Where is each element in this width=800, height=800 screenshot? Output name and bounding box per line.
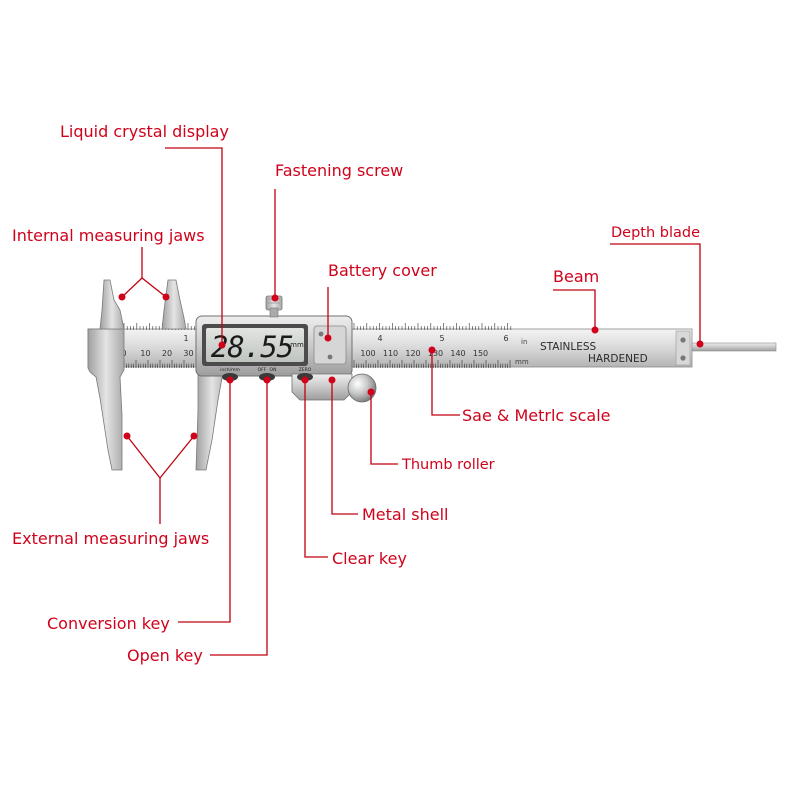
lcd-screen [206,328,304,362]
button-label-off: OFF [258,367,267,373]
sliding-jaw [195,369,229,471]
fixed-jaw [87,328,125,471]
label-thumb-roller: Thumb roller [402,457,495,473]
inch-unit-label: in [521,338,527,346]
label-fastening-screw: Fastening screw [275,161,404,180]
button-label-inch-mm: inch/mm [220,367,240,373]
mm-tick-label: 10 [140,349,150,358]
mm-tick-label: 140 [450,349,465,358]
button-label-on: ON [270,367,277,373]
mm-tick-label: 30 [183,349,193,358]
mm-tick-label: 100 [360,349,375,358]
mm-tick-label: 120 [405,349,420,358]
label-external-measuring-jaws: External measuring jaws [12,529,210,548]
leader-lines [121,147,701,656]
mm-unit-label: mm [515,358,529,366]
mm-tick-label: 110 [383,349,398,358]
label-beam: Beam [553,267,600,286]
leader-dots [118,293,704,440]
label-liquid-crystal-display: Liquid crystal display [60,122,229,141]
label-clear-key: Clear key [332,549,407,568]
beam-text-stainless: STAINLESS [540,341,597,353]
lcd-unit: mm [290,341,304,349]
inch-tick-label: 4 [377,334,382,343]
inch-tick-label: 6 [503,334,508,343]
mm-tick-label: 150 [473,349,488,358]
thumb-roller[interactable] [347,373,377,403]
label-open-key: Open key [127,646,203,665]
mm-tick-label: 130 [428,349,443,358]
inch-tick-label: 1 [183,334,188,343]
mm-scale: 0102030100110120130140150 [121,349,511,368]
label-battery-cover: Battery cover [328,261,437,280]
label-depth-blade: Depth blade [611,225,701,241]
label-metal-shell: Metal shell [362,505,449,524]
label-internal-measuring-jaws: Internal measuring jaws [12,226,205,245]
beam-text-hardened: HARDENED [588,353,648,365]
label-sae-metric-scale: Sae & Metrlc scale [462,406,611,425]
label-conversion-key: Conversion key [47,614,170,633]
mm-tick-label: 20 [162,349,172,358]
button-label-zero: ZERO [299,367,312,373]
inch-tick-label: 5 [439,334,444,343]
